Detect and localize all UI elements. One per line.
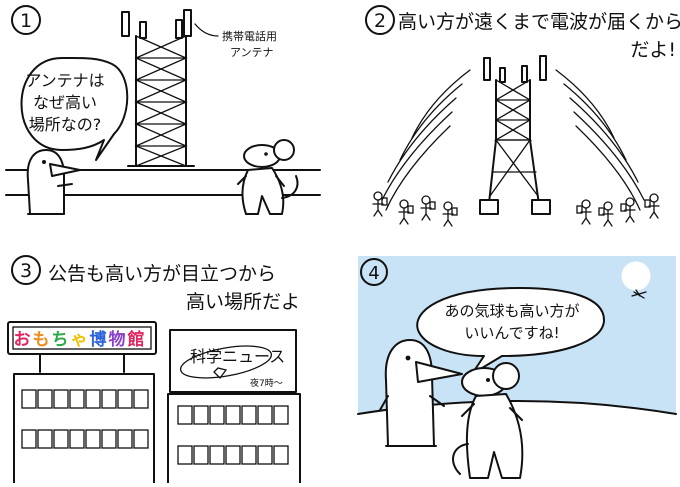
caption-line2: だよ! [630, 39, 676, 61]
antenna-label-line2: アンテナ [230, 46, 274, 59]
window [273, 405, 289, 425]
window [241, 405, 257, 425]
panel-4: 4 あの気球も高い方が いいんですね! [357, 256, 677, 483]
window-grid [177, 405, 289, 465]
window [117, 389, 133, 409]
sign-letter: も [33, 330, 50, 350]
building-left [13, 373, 155, 484]
billboard-subtitle: 夜7時〜 [250, 377, 283, 389]
antenna-label-line1: 携帯電話用 [222, 29, 277, 43]
mouse-character [237, 139, 299, 215]
sign-letter: 博 [90, 329, 107, 350]
antenna-panel [499, 67, 506, 83]
window [21, 429, 37, 449]
panel-number: 1 [20, 10, 32, 32]
speech-line3: 場所なの? [29, 115, 102, 134]
window [53, 429, 69, 449]
cell-tower [121, 9, 195, 167]
window [101, 429, 117, 449]
panel-number: 2 [374, 10, 386, 32]
window [193, 405, 209, 425]
radio-waves-left [381, 69, 471, 211]
window [209, 445, 225, 465]
window [257, 445, 273, 465]
sign-letter: 館 [127, 329, 145, 350]
balloon [621, 261, 651, 299]
caption-line1: 公告も高い方が目立つから [48, 263, 276, 285]
billboard-title: 科学ニュース [190, 347, 285, 366]
window [37, 389, 53, 409]
window [21, 389, 37, 409]
window [101, 389, 117, 409]
caption-line2: 高い場所だよ [186, 291, 300, 313]
panel-3: 3 公告も高い方が目立つから 高い場所だよ おもちゃ博物館 科学ニュース 夜7時… [7, 255, 301, 484]
mouse-character [452, 362, 524, 479]
sign-letter: 物 [109, 329, 126, 350]
window [133, 429, 149, 449]
window [225, 445, 241, 465]
antenna-panel [521, 65, 528, 83]
antenna-panel [175, 19, 183, 39]
window [273, 445, 289, 465]
speech-line2: なぜ高い [33, 93, 97, 112]
antenna-panel [539, 55, 547, 81]
tower-base [531, 199, 551, 215]
window [69, 429, 85, 449]
speech-line2: いいんですね! [464, 324, 559, 342]
penguin-character [379, 339, 463, 447]
panel-number-circle [360, 258, 388, 286]
window [193, 445, 209, 465]
caption-line1: 高い方が遠くまで電波が届くから [398, 11, 680, 33]
window [85, 429, 101, 449]
sign-letter: ち [52, 330, 69, 350]
sign-letter: ゃ [71, 330, 88, 350]
window [225, 405, 241, 425]
antenna-panel [121, 11, 130, 37]
speech-line1: アンテナは [25, 71, 104, 90]
antenna-panel [483, 57, 491, 81]
window [37, 429, 53, 449]
window [69, 389, 85, 409]
window [241, 445, 257, 465]
sign-letter: お [14, 330, 31, 350]
museum-sign-letters: おもちゃ博物館 [14, 329, 145, 350]
panel-number-circle [11, 255, 41, 285]
radio-waves-right [555, 69, 645, 211]
people-group-right [576, 193, 660, 227]
penguin-character [26, 149, 81, 215]
panel-number-circle [11, 5, 41, 35]
window-grid [21, 389, 149, 449]
panel-2: 2 高い方が遠くまで電波が届くから だよ! [365, 5, 680, 227]
window [85, 389, 101, 409]
cell-tower [479, 55, 551, 215]
speech-bubble [416, 287, 605, 375]
people-group-left [372, 191, 458, 227]
speech-line1: あの気球も高い方が [444, 302, 579, 320]
billboard: 科学ニュース 夜7時〜 [169, 329, 297, 393]
antenna-panel [139, 21, 147, 39]
window [209, 405, 225, 425]
tower-base [479, 199, 499, 215]
antenna-panel [183, 9, 192, 37]
speech-bubble [20, 56, 129, 161]
window [133, 389, 149, 409]
window [117, 429, 133, 449]
window [257, 405, 273, 425]
star-icon [213, 367, 228, 379]
building-right [167, 393, 301, 484]
museum-sign: おもちゃ博物館 [7, 321, 157, 373]
window [53, 389, 69, 409]
panel-number: 4 [368, 263, 379, 284]
panel-number: 3 [20, 260, 32, 282]
panel-1: 1 携帯電話用 アンテナ アンテナは なぜ高い 場所なの? [5, 5, 321, 215]
label-pointer [194, 23, 219, 37]
window [177, 445, 193, 465]
panel-number-circle [365, 5, 395, 35]
window [177, 405, 193, 425]
